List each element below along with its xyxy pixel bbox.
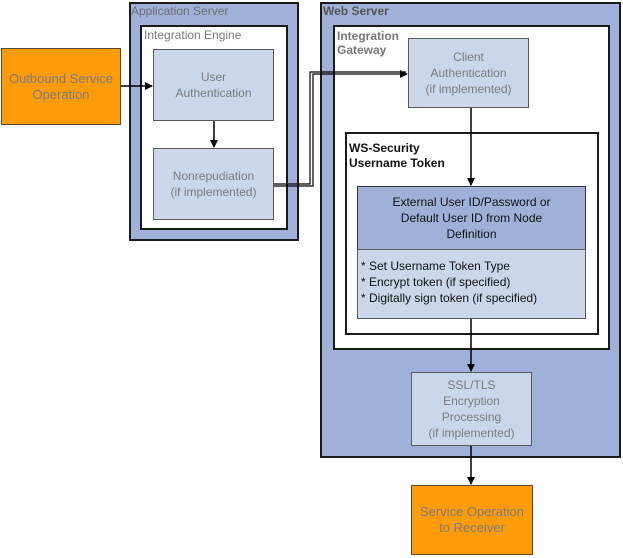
- ssl-tls-box: SSL/TLS Encryption Processing (if implem…: [411, 372, 532, 446]
- ssl-line4: (if implemented): [428, 426, 515, 440]
- ssl-line1: SSL/TLS: [447, 378, 496, 392]
- arrow-nonrep-to-client-auth: [274, 70, 408, 187]
- nonrep-line1: Nonrepudiation: [172, 169, 255, 183]
- integration-gateway-label-line1: Integration: [337, 29, 399, 43]
- external-line1: External User ID/Password or: [392, 195, 551, 209]
- nonrep-line2: (if implemented): [170, 185, 257, 199]
- receiver-line1: Service Operation: [419, 504, 525, 519]
- outbound-service-operation-box: Outbound Service Operation: [1, 48, 121, 125]
- service-operation-receiver-box: Service Operation to Receiver: [411, 485, 533, 555]
- integration-gateway-label-line2: Gateway: [337, 43, 387, 57]
- ws-security-label: WS-Security Username Token: [349, 141, 445, 171]
- application-server-label: Application Server: [131, 4, 229, 18]
- ssl-line3: Processing: [441, 410, 502, 424]
- token-step-1: * Set Username Token Type: [361, 259, 510, 273]
- user-auth-line2: Authentication: [175, 86, 252, 100]
- client-auth-line2: Authentication: [430, 66, 507, 80]
- client-authentication-box: Client Authentication (if implemented): [408, 38, 529, 108]
- outbound-line2: Operation: [32, 86, 90, 102]
- outbound-line1: Outbound Service: [8, 70, 114, 86]
- web-server-label: Web Server: [323, 4, 389, 18]
- ws-security-label-line1: WS-Security: [349, 141, 420, 155]
- external-line2: Default User ID from Node: [400, 211, 543, 225]
- nonrepudiation-box: Nonrepudiation (if implemented): [153, 148, 274, 220]
- token-step-2: * Encrypt token (if specified): [361, 275, 511, 289]
- integration-gateway-label: Integration Gateway: [337, 29, 399, 57]
- client-auth-line3: (if implemented): [425, 82, 512, 96]
- receiver-line2: to Receiver: [439, 520, 505, 535]
- client-auth-line1: Client: [453, 50, 484, 64]
- user-auth-line1: User: [200, 70, 227, 84]
- token-step-3: * Digitally sign token (if specified): [361, 291, 538, 305]
- external-user-id-box: External User ID/Password or Default Use…: [357, 186, 586, 250]
- user-authentication-box: User Authentication: [153, 49, 274, 121]
- ws-security-label-line2: Username Token: [349, 156, 445, 170]
- ssl-line2: Encryption: [443, 394, 500, 408]
- arrow-nonrep-to-client-auth-outer: [274, 71, 406, 185]
- token-steps-box: * Set Username Token Type * Encrypt toke…: [357, 249, 586, 319]
- integration-engine-label: Integration Engine: [144, 28, 242, 42]
- external-line3: Definition: [446, 227, 497, 241]
